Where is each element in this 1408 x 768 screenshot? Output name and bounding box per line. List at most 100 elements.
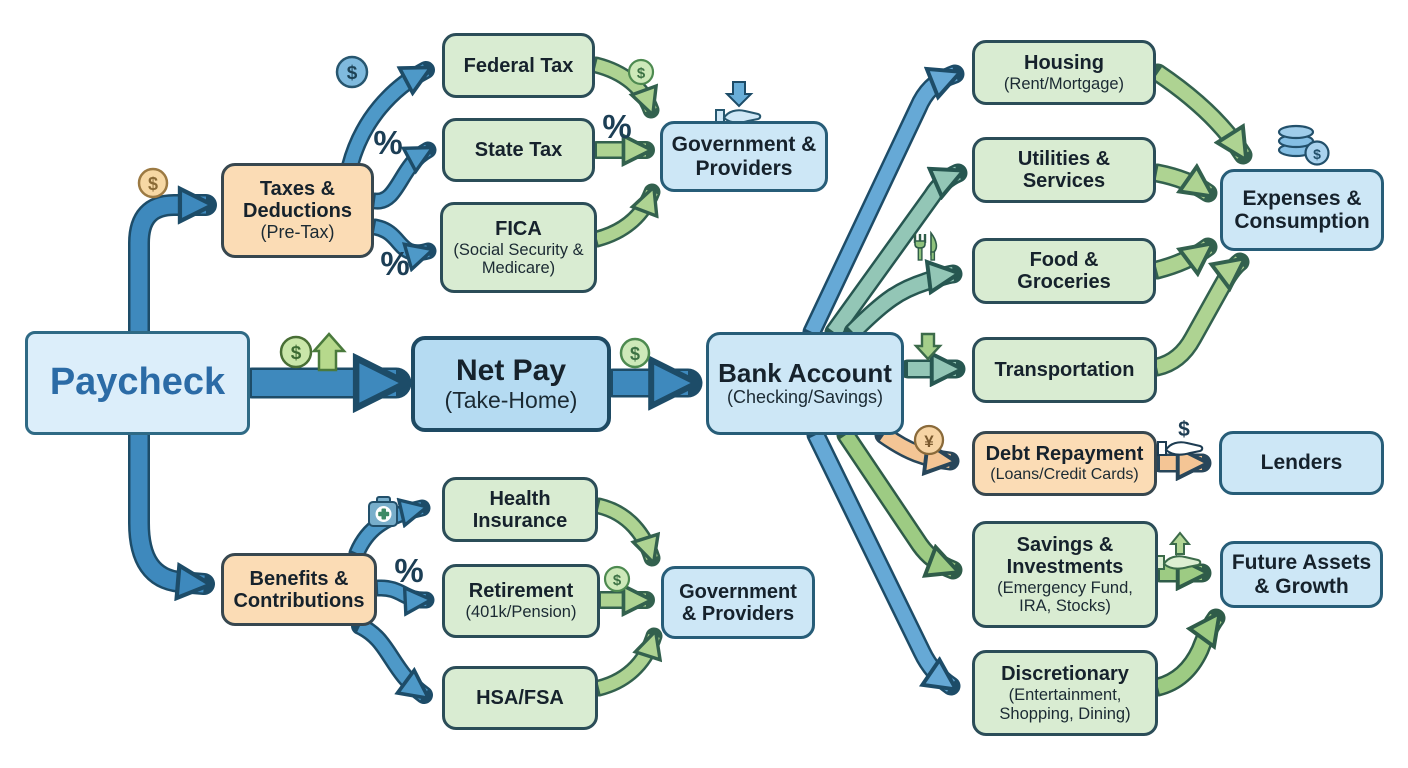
node-subtitle: (Rent/Mortgage): [1003, 74, 1125, 93]
node-subtitle: (Checking/Savings): [726, 387, 884, 408]
dollar-coin-icon: $: [137, 167, 169, 199]
node-subtitle: (Pre-Tax): [260, 222, 335, 243]
arrow-paycheck-to-taxes: [128, 205, 217, 343]
arrow-up-icon: [311, 332, 347, 372]
node-state-tax: State Tax: [442, 118, 595, 182]
svg-text:$: $: [630, 344, 640, 364]
arrow-bank-to-housing: [802, 64, 955, 342]
node-subtitle: (Loans/Credit Cards): [990, 466, 1139, 484]
arrow-benefits-to-retirement: [369, 579, 435, 600]
node-fica: FICA (Social Security & Medicare): [440, 202, 597, 293]
node-taxes-deductions: Taxes & Deductions (Pre-Tax): [221, 163, 374, 258]
medical-kit-icon: [368, 496, 398, 527]
svg-text:¥: ¥: [924, 432, 934, 451]
arrow-hsa-to-government: [590, 636, 663, 697]
node-title: Retirement: [468, 580, 574, 603]
node-government-providers-bottom: Government & Providers: [661, 566, 815, 639]
node-utilities-services: Utilities & Services: [972, 137, 1156, 203]
percent-icon: %: [380, 245, 409, 282]
yen-coin-icon: ¥: [913, 424, 945, 456]
arrow-bank-to-debt: [874, 425, 950, 461]
node-government-providers-top: Government & Providers: [660, 121, 828, 192]
node-title: Government & Providers: [679, 580, 797, 625]
node-title: Debt Repayment: [985, 443, 1144, 466]
node-title: State Tax: [474, 139, 563, 161]
node-subtitle: (Emergency Fund, IRA, Stocks): [997, 578, 1133, 615]
node-title: Food & Groceries: [1017, 249, 1111, 293]
node-title: Expenses & Consumption: [1234, 186, 1370, 233]
arrow-federal-to-government: [587, 56, 660, 119]
node-title: Future Assets & Growth: [1231, 551, 1372, 598]
arrow-bank-to-utilities: [824, 163, 958, 342]
node-future-assets-growth: Future Assets & Growth: [1220, 541, 1383, 608]
node-hsa-fsa: HSA/FSA: [442, 666, 598, 730]
svg-text:$: $: [1313, 146, 1321, 162]
percent-icon: %: [394, 552, 423, 589]
node-title: Transportation: [994, 359, 1135, 381]
node-benefits-contributions: Benefits & Contributions: [221, 553, 377, 626]
svg-text:$: $: [637, 65, 646, 82]
node-title: Net Pay: [455, 354, 567, 388]
node-discretionary: Discretionary (Entertainment, Shopping, …: [972, 650, 1158, 736]
node-net-pay: Net Pay (Take-Home): [411, 336, 611, 432]
node-savings-investments: Savings & Investments (Emergency Fund, I…: [972, 521, 1158, 628]
node-retirement: Retirement (401k/Pension): [442, 564, 600, 638]
arrow-down-icon: [913, 332, 943, 361]
node-debt-repayment: Debt Repayment (Loans/Credit Cards): [972, 431, 1157, 496]
node-expenses-consumption: Expenses & Consumption: [1220, 169, 1384, 251]
arrow-food-to-expenses: [1147, 237, 1218, 280]
node-bank-account: Bank Account (Checking/Savings): [706, 332, 904, 435]
arrow-bank-to-discretionary: [806, 425, 961, 696]
arrow-transportation-to-expenses: [1147, 252, 1250, 377]
node-title: FICA: [495, 217, 542, 240]
hand-receive-icon: [715, 81, 762, 124]
dollar-coin-icon: $: [279, 335, 313, 369]
dollar-coin-icon: $: [619, 337, 651, 369]
hand-growth-icon: [1155, 531, 1202, 570]
percent-icon: %: [373, 124, 402, 161]
node-food-groceries: Food & Groceries: [972, 238, 1156, 304]
arrow-fica-to-government: [588, 183, 661, 248]
percent-icon: %: [602, 108, 631, 145]
node-title: Discretionary: [1001, 663, 1129, 686]
arrow-bank-to-savings: [836, 425, 953, 580]
node-title: Benefits & Contributions: [233, 567, 365, 612]
node-transportation: Transportation: [972, 337, 1157, 403]
node-title: Taxes & Deductions: [243, 178, 352, 223]
dollar-coin-icon: $: [627, 58, 655, 86]
node-title: Health Insurance: [472, 487, 568, 532]
node-health-insurance: Health Insurance: [442, 477, 598, 542]
node-title: Utilities & Services: [1017, 148, 1111, 192]
node-subtitle: (Entertainment, Shopping, Dining): [999, 686, 1131, 723]
dollar-coin-icon: $: [335, 55, 369, 89]
arrow-taxes-to-federal-tax: [341, 61, 435, 175]
svg-text:$: $: [1178, 418, 1190, 441]
arrow-paycheck-to-benefits: [128, 424, 204, 584]
arrow-housing-to-expenses: [1148, 63, 1253, 165]
node-housing: Housing (Rent/Mortgage): [972, 40, 1156, 105]
svg-text:$: $: [347, 63, 358, 84]
arrow-benefits-to-hsa: [351, 617, 433, 704]
node-subtitle: (Social Security & Medicare): [453, 240, 584, 277]
node-title: Savings & Investments: [1006, 533, 1124, 578]
node-title: Paycheck: [49, 361, 226, 404]
node-paycheck: Paycheck: [25, 331, 250, 435]
arrow-health-to-government: [590, 497, 661, 558]
arrow-taxes-to-fica: [366, 218, 428, 253]
fork-knife-icon: [913, 230, 938, 261]
arrow-taxes-to-state-tax: [366, 141, 437, 210]
node-lenders: Lenders: [1219, 431, 1384, 495]
node-title: Housing: [1024, 51, 1104, 74]
node-title: HSA/FSA: [476, 687, 564, 709]
node-title: Lenders: [1260, 451, 1343, 475]
arrow-bank-to-food: [843, 274, 953, 342]
arrow-utilities-to-expenses: [1147, 173, 1218, 203]
node-title: Bank Account: [718, 357, 892, 388]
hand-dollar-icon: $: [1157, 418, 1204, 456]
svg-text:$: $: [613, 572, 622, 589]
node-federal-tax: Federal Tax: [442, 33, 595, 98]
node-subtitle: (Take-Home): [444, 387, 578, 414]
node-title: Government & Providers: [671, 133, 817, 180]
